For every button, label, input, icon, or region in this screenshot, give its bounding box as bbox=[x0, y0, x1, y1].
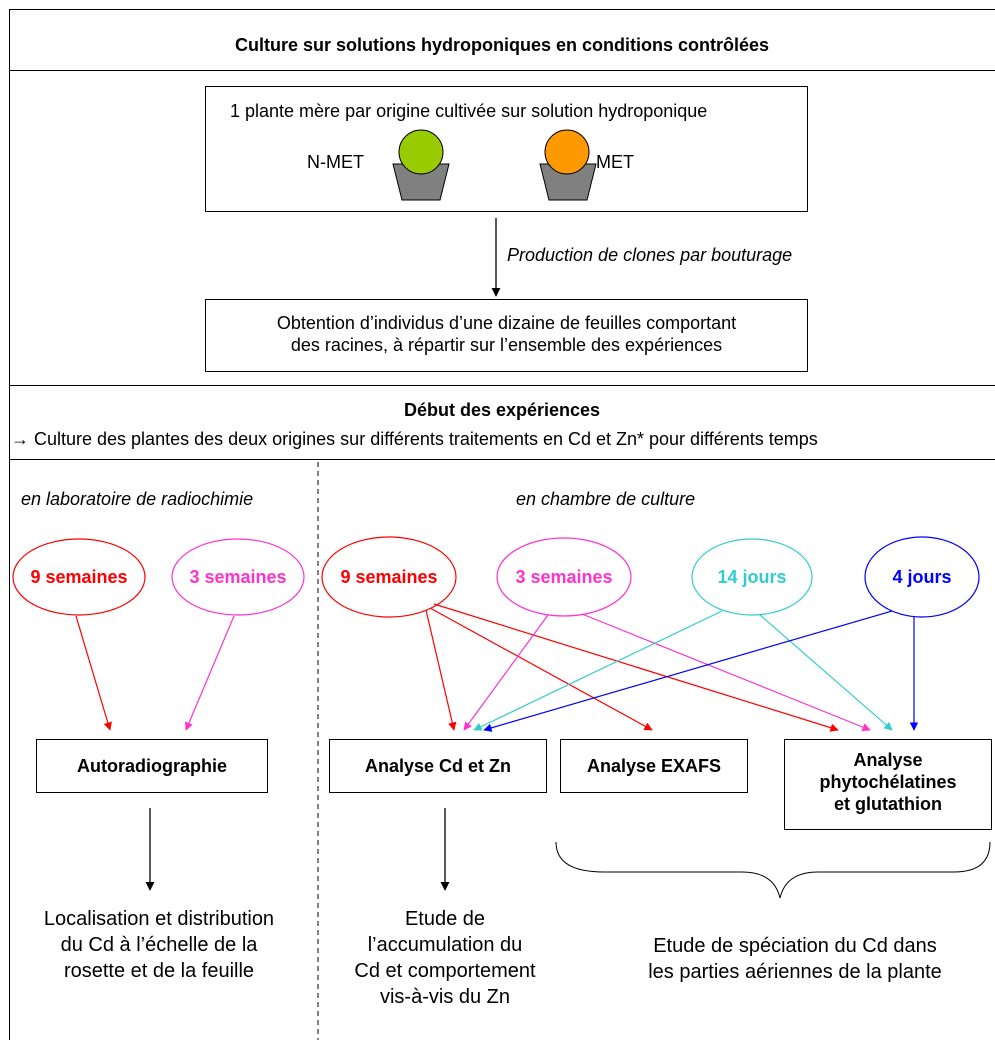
arrow-9s-cdzn bbox=[425, 609, 457, 731]
autoradio-result-line-3: rosette et de la feuille bbox=[63, 960, 255, 982]
obtention-box: Obtention d’individus d’une dizaine de f… bbox=[205, 299, 808, 372]
arrow-14j-phyto bbox=[759, 614, 893, 731]
arrow-9s-phyto bbox=[433, 603, 839, 732]
cdzn-result-text: Etude de l’accumulation du Cd et comport… bbox=[335, 906, 555, 1010]
arrow-left-3s-autoradio bbox=[185, 615, 235, 731]
phyto-line-2: phytochélatines bbox=[819, 772, 957, 792]
left-section-heading: en laboratoire de radiochimie bbox=[21, 489, 254, 509]
analyse-exafs-box: Analyse EXAFS bbox=[560, 739, 748, 793]
mother-plant-box: 1 plante mère par origine cultivée sur s… bbox=[205, 86, 808, 212]
obtention-line-2: des racines, à répartir sur l’ensemble d… bbox=[290, 335, 723, 355]
autoradio-result-line-1: Localisation et distribution bbox=[43, 908, 275, 930]
right-ellipse-4-jours bbox=[864, 536, 980, 618]
cdzn-result-line-2: l’accumulation du bbox=[367, 934, 523, 956]
cdzn-result-line-1: Etude de bbox=[404, 908, 486, 930]
left-ellipse-9-semaines bbox=[12, 538, 146, 616]
left-ellipse-3-semaines-label: 3 semaines bbox=[189, 567, 287, 587]
right-ellipse-9-semaines bbox=[321, 536, 457, 618]
phyto-line-3: et glutathion bbox=[834, 794, 942, 814]
speciation-result-text: Etude de spéciation du Cd dans les parti… bbox=[600, 933, 990, 985]
debut-title: Début des expériences bbox=[403, 400, 601, 420]
plant-n-met-icon bbox=[392, 129, 450, 201]
right-ellipse-4-jours-label: 4 jours bbox=[892, 567, 952, 587]
autoradio-result-line-2: du Cd à l’échelle de la bbox=[60, 934, 258, 956]
section-separator-1 bbox=[9, 385, 995, 386]
arrow-14j-cdzn bbox=[473, 610, 723, 731]
n-met-label: N-MET bbox=[307, 152, 364, 172]
clone-production-label: Production de clones par bouturage bbox=[507, 245, 793, 265]
mother-plant-text: 1 plante mère par origine cultivée sur s… bbox=[230, 101, 708, 121]
right-ellipse-14-jours-label: 14 jours bbox=[717, 567, 787, 587]
speciation-result-line-2: les parties aériennes de la plante bbox=[648, 961, 942, 983]
header-title: Culture sur solutions hydroponiques en c… bbox=[234, 35, 770, 55]
autoradiographie-box: Autoradiographie bbox=[36, 739, 268, 793]
right-section-heading: en chambre de culture bbox=[516, 489, 696, 509]
right-ellipse-3-semaines-label: 3 semaines bbox=[515, 567, 613, 587]
arrow-left-9s-autoradio bbox=[75, 615, 112, 731]
arrow-9s-exafs bbox=[429, 607, 653, 731]
right-ellipse-9-semaines-label: 9 semaines bbox=[340, 567, 438, 587]
speciation-brace bbox=[555, 841, 991, 899]
cdzn-result-line-3: Cd et comportement bbox=[354, 960, 536, 982]
right-ellipse-3-semaines bbox=[496, 537, 632, 617]
header-separator bbox=[9, 70, 995, 71]
met-label: MET bbox=[596, 152, 634, 172]
arrow-4j-cdzn bbox=[483, 610, 893, 732]
left-ellipse-9-semaines-label: 9 semaines bbox=[30, 567, 128, 587]
plant-met-icon bbox=[539, 129, 597, 201]
analyse-phytochelatines-box: Analyse phytochélatines et glutathion bbox=[784, 739, 992, 830]
autoradio-result-text: Localisation et distribution du Cd à l’é… bbox=[9, 906, 309, 984]
outer-frame bbox=[9, 9, 995, 1040]
left-ellipse-3-semaines bbox=[171, 538, 305, 616]
debut-subtitle: → Culture des plantes des deux origines … bbox=[11, 429, 818, 449]
obtention-line-1: Obtention d’individus d’une dizaine de f… bbox=[276, 313, 737, 333]
analyse-cd-zn-box: Analyse Cd et Zn bbox=[329, 739, 547, 793]
right-ellipse-14-jours bbox=[691, 538, 813, 616]
speciation-result-line-1: Etude de spéciation du Cd dans bbox=[653, 935, 937, 957]
arrow-3s-phyto bbox=[581, 613, 871, 732]
arrow-3s-cdzn bbox=[463, 614, 549, 731]
cdzn-result-line-4: vis-à-vis du Zn bbox=[379, 986, 511, 1008]
phyto-line-1: Analyse bbox=[853, 750, 923, 770]
section-separator-2 bbox=[9, 459, 995, 460]
